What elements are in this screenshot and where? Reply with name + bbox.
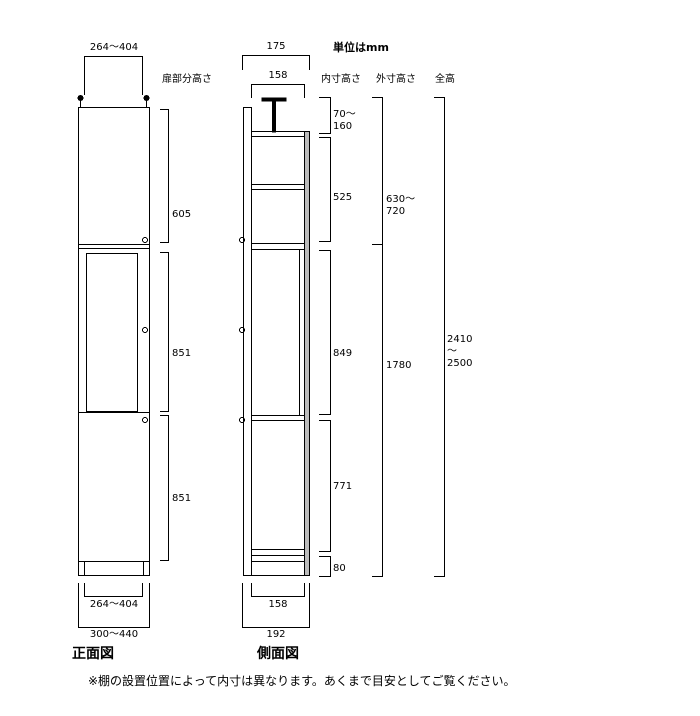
total-height-bracket [434,97,445,577]
footnote: ※棚の設置位置によって内寸は異なります。あくまで目安としてご覧ください。 [88,674,516,688]
inner-height-label: 525 [333,192,353,203]
side-shelf [251,243,305,250]
inner-height-label: 771 [333,481,353,492]
side-top-outer-depth-dimension [242,55,310,70]
front-plinth [84,561,144,576]
side-shelf [251,131,305,137]
outer-height-label: 630～ 720 [386,194,416,217]
front-bottom-outer-width-label: 300～440 [89,629,139,640]
side-view [243,107,310,576]
inner-height-bracket [319,556,331,577]
front-top-width-dimension [84,56,143,95]
unit-label: 単位はmm [333,41,389,54]
side-shelf [251,549,305,556]
total-height-label: 2410 ～ 2500 [447,334,473,369]
outer-height-bracket [372,244,383,577]
knob-icon [142,327,148,333]
header-door-height: 扉部分高さ [162,74,212,85]
side-bottom-inner-depth-label: 158 [268,599,288,610]
side-shelf [251,415,305,421]
door-height-bracket [160,415,169,561]
side-panel-front [243,107,252,576]
side-bottom-outer-depth-label: 192 [266,629,286,640]
knob-icon [239,237,245,243]
side-top-inner-depth-label: 158 [268,70,288,81]
front-view [78,107,150,576]
door-height-label: 851 [172,348,192,359]
knob-icon [239,327,245,333]
side-top-inner-depth-dimension [251,84,305,98]
knob-icon [142,417,148,423]
door-height-label: 605 [172,209,192,220]
header-outer-height: 外寸高さ [376,74,416,85]
inner-height-bracket [319,137,331,242]
door-height-bracket [160,109,169,243]
side-bottom-inner-depth-dimension [251,583,305,597]
front-cabinet-outline [78,107,150,576]
knob-icon [239,417,245,423]
front-glass-panel [86,253,138,412]
inner-height-label: 70～ 160 [333,109,356,132]
side-shelf [251,184,305,190]
front-bottom-inner-width-dimension [84,583,143,597]
front-bottom-inner-width-label: 264～404 [89,599,139,610]
knob-icon [142,237,148,243]
inner-height-label: 80 [333,563,346,574]
door-height-label: 851 [172,493,192,504]
outer-height-label: 1780 [386,360,412,371]
outer-height-bracket [372,97,383,245]
front-bottom-outer-width-dimension [78,583,150,628]
inner-height-bracket [319,250,331,415]
tension-pole-icon [261,97,287,133]
side-bottom-outer-depth-dimension [242,583,310,628]
door-height-bracket [160,252,169,412]
front-top-width-label: 264～404 [89,42,139,53]
adjuster-icon [143,95,150,107]
side-top-outer-depth-label: 175 [266,41,286,52]
inner-height-bracket [319,97,331,134]
side-back-panel [304,131,310,576]
front-view-title: 正面図 [72,646,114,662]
header-inner-height: 内寸高さ [321,74,361,85]
adjuster-icon [77,95,84,107]
header-total-height: 全高 [435,74,455,85]
inner-height-bracket [319,420,331,552]
inner-height-label: 849 [333,348,353,359]
side-view-title: 側面図 [257,646,299,662]
